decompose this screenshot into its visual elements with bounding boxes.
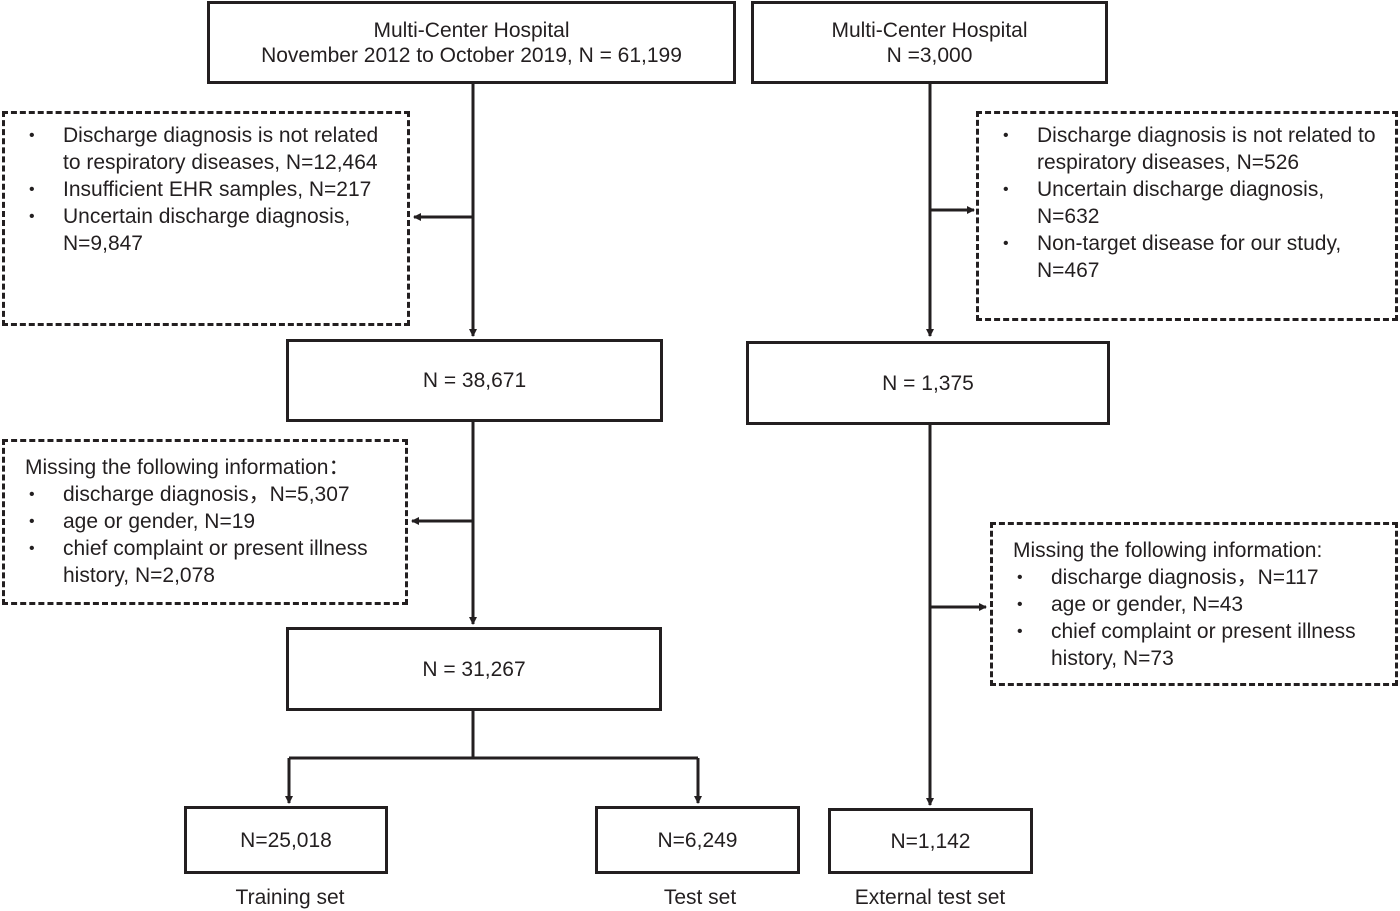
- right-step1-box: N = 1,375: [746, 341, 1110, 425]
- left-exclusion-1-item: Insufficient EHR samples, N=217: [25, 176, 397, 203]
- left-step2-box: N = 31,267: [286, 627, 662, 711]
- right-source-title: Multi-Center Hospital: [831, 18, 1028, 42]
- training-set-box: N=25,018: [184, 806, 388, 874]
- right-exclusion-1-item: Uncertain discharge diagnosis, N=632: [999, 176, 1385, 230]
- right-step1-count: N = 1,375: [882, 371, 974, 395]
- test-set-box: N=6,249: [595, 806, 800, 874]
- external-test-set-count: N=1,142: [890, 829, 971, 853]
- right-exclusion-2-item: chief complaint or present illness histo…: [1013, 618, 1385, 672]
- left-step2-count: N = 31,267: [422, 657, 526, 681]
- test-set-label: Test set: [663, 886, 737, 909]
- left-step1-box: N = 38,671: [286, 339, 663, 422]
- right-exclusion-box-2: Missing the following information: disch…: [990, 522, 1398, 686]
- right-exclusion-2-item: discharge diagnosis，N=117: [1013, 564, 1385, 591]
- left-exclusion-2-heading: Missing the following information：: [25, 456, 350, 479]
- left-exclusion-1-item: Discharge diagnosis is not related to re…: [25, 122, 397, 176]
- right-source-box: Multi-Center Hospital N =3,000: [751, 1, 1108, 84]
- left-source-title: Multi-Center Hospital: [373, 18, 570, 42]
- right-exclusion-2-heading: Missing the following information:: [1013, 539, 1323, 562]
- right-exclusion-1-item: Discharge diagnosis is not related to re…: [999, 122, 1385, 176]
- left-exclusion-2-item: discharge diagnosis，N=5,307: [25, 481, 395, 508]
- left-exclusion-box-2: Missing the following information： disch…: [2, 439, 408, 605]
- left-source-box: Multi-Center Hospital November 2012 to O…: [207, 1, 736, 84]
- right-exclusion-1-item: Non-target disease for our study, N=467: [999, 230, 1385, 284]
- right-source-detail: N =3,000: [886, 43, 973, 67]
- left-step1-count: N = 38,671: [422, 369, 527, 392]
- test-set-count: N=6,249: [657, 828, 738, 852]
- external-test-set-label: External test set: [854, 886, 1006, 909]
- external-test-set-box: N=1,142: [828, 808, 1033, 874]
- left-exclusion-2-item: chief complaint or present illness histo…: [25, 535, 395, 589]
- right-exclusion-box-1: Discharge diagnosis is not related to re…: [976, 111, 1398, 321]
- right-exclusion-2-item: age or gender, N=43: [1013, 591, 1385, 618]
- left-exclusion-2-item: age or gender, N=19: [25, 508, 395, 535]
- left-exclusion-1-item: Uncertain discharge diagnosis, N=9,847: [25, 203, 397, 257]
- training-set-label: Training set: [235, 886, 345, 909]
- left-exclusion-box-1: Discharge diagnosis is not related to re…: [2, 111, 410, 326]
- training-set-count: N=25,018: [240, 828, 332, 852]
- left-source-detail: November 2012 to October 2019, N = 61,19…: [261, 43, 682, 67]
